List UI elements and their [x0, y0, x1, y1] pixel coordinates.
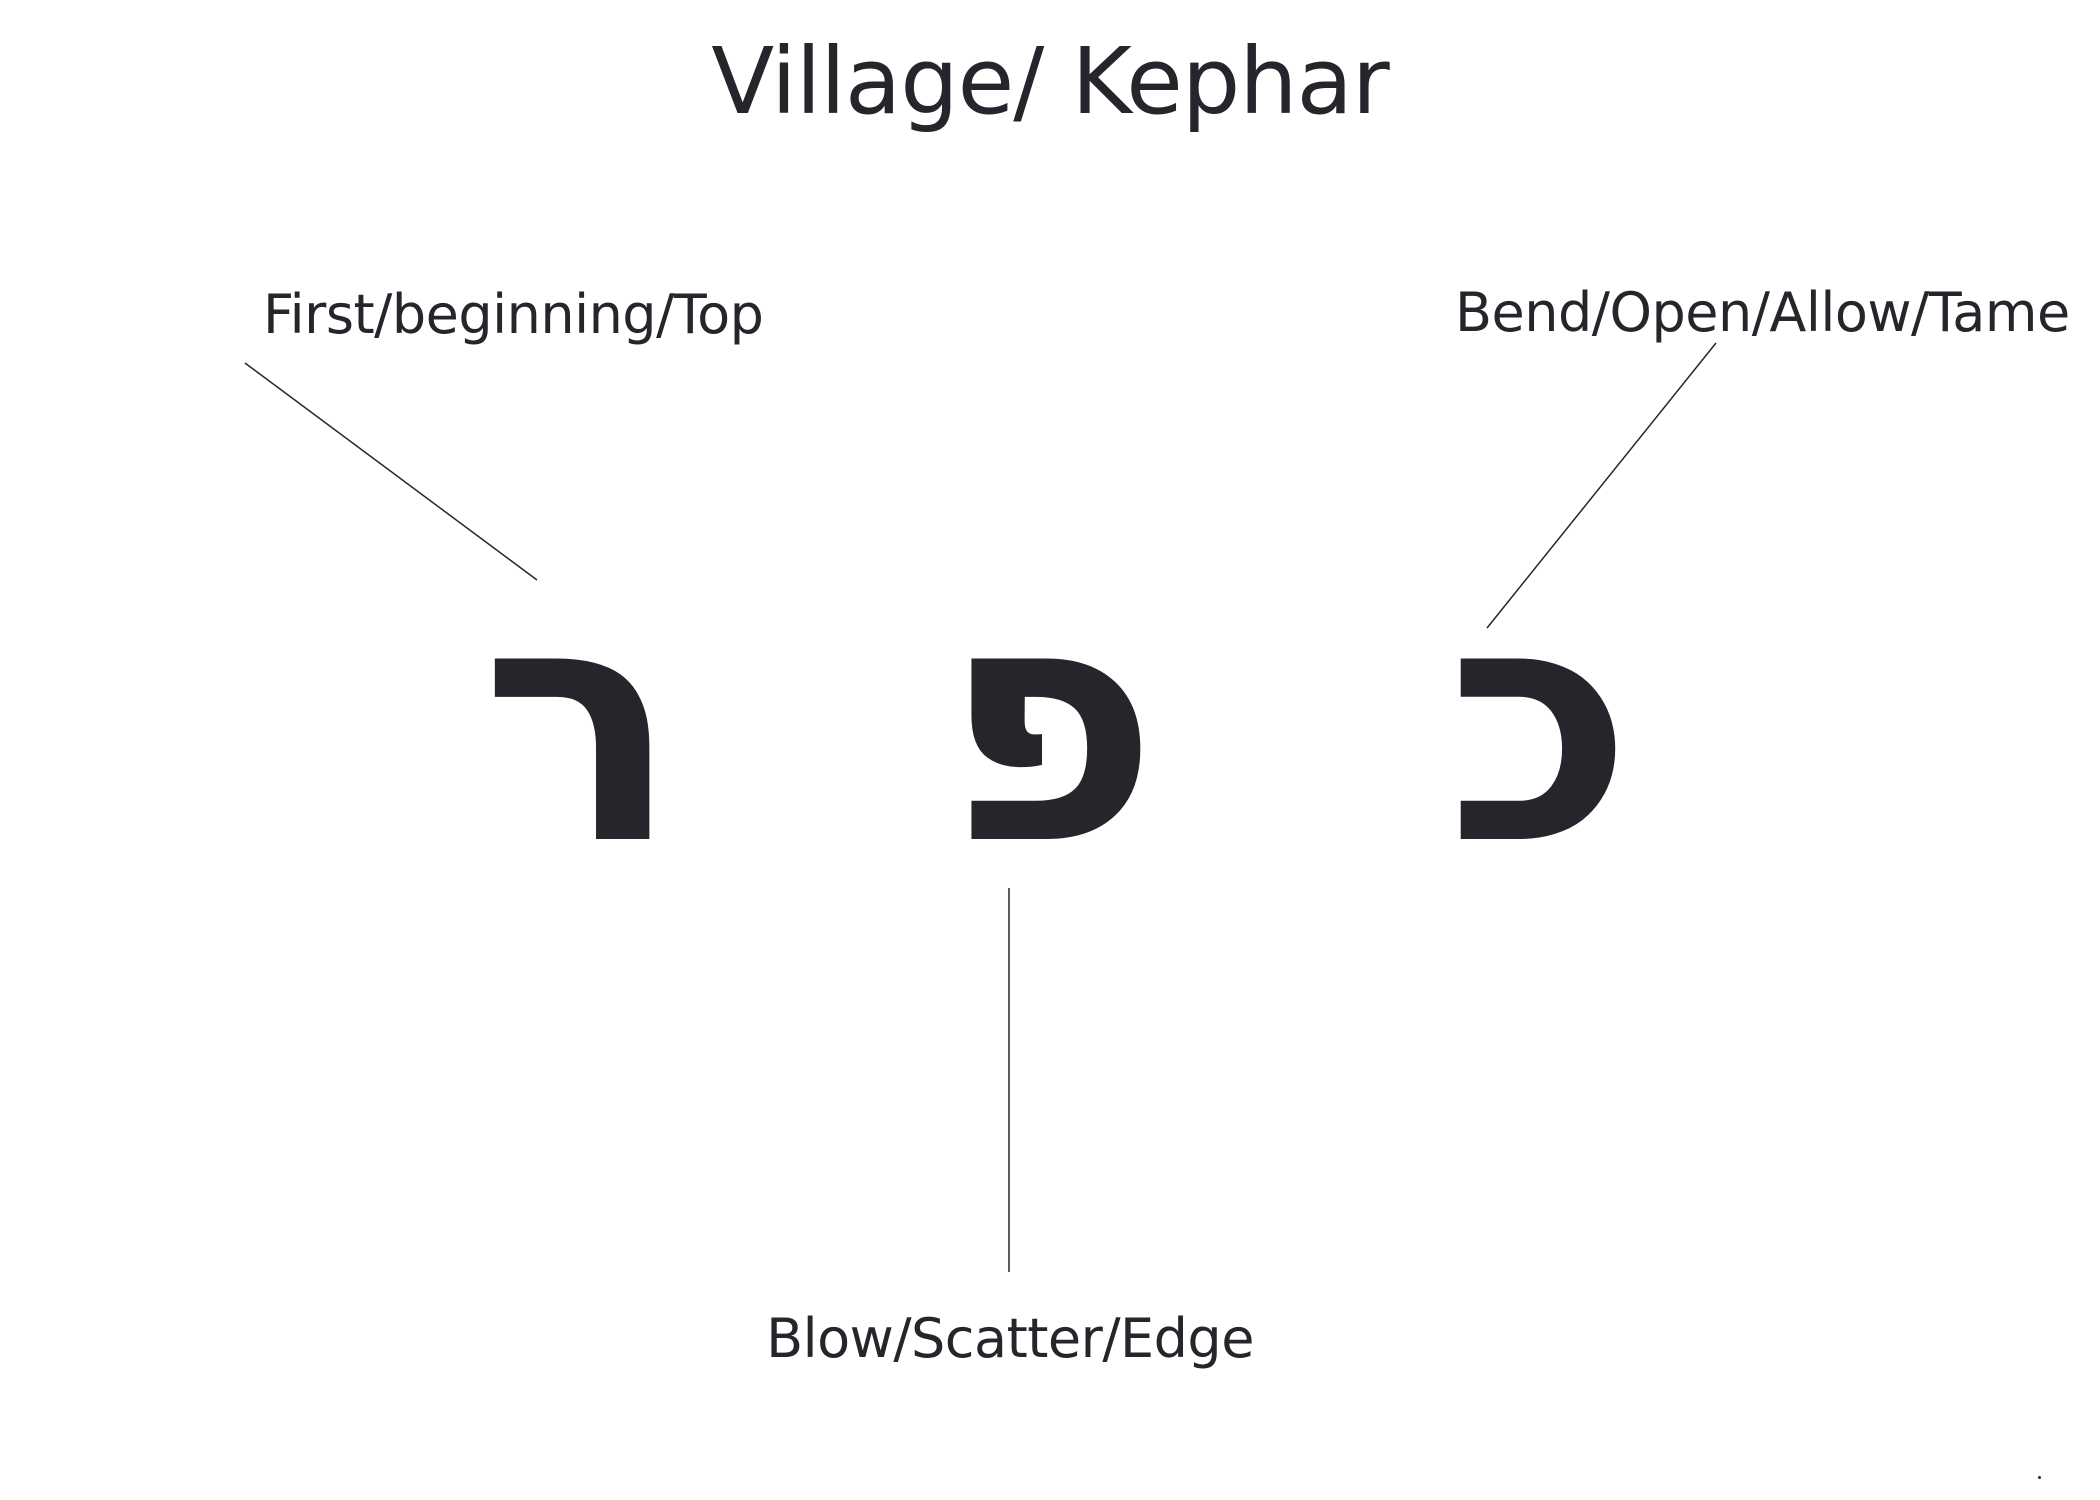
stray-dot	[2038, 1476, 2041, 1479]
leader-line-resh	[244, 362, 538, 581]
diagram-title: Village/ Kephar	[711, 28, 1389, 135]
hebrew-letter-kaf: כ	[1446, 533, 1634, 917]
leader-line-kaf	[1486, 342, 1717, 629]
label-kaf: Bend/Open/Allow/Tame	[1455, 281, 2070, 344]
hebrew-letter-resh: ר	[480, 533, 680, 917]
label-resh: First/beginning/Top	[263, 283, 764, 346]
label-pe: Blow/Scatter/Edge	[766, 1307, 1254, 1370]
hebrew-letter-pe: פ	[941, 533, 1159, 917]
